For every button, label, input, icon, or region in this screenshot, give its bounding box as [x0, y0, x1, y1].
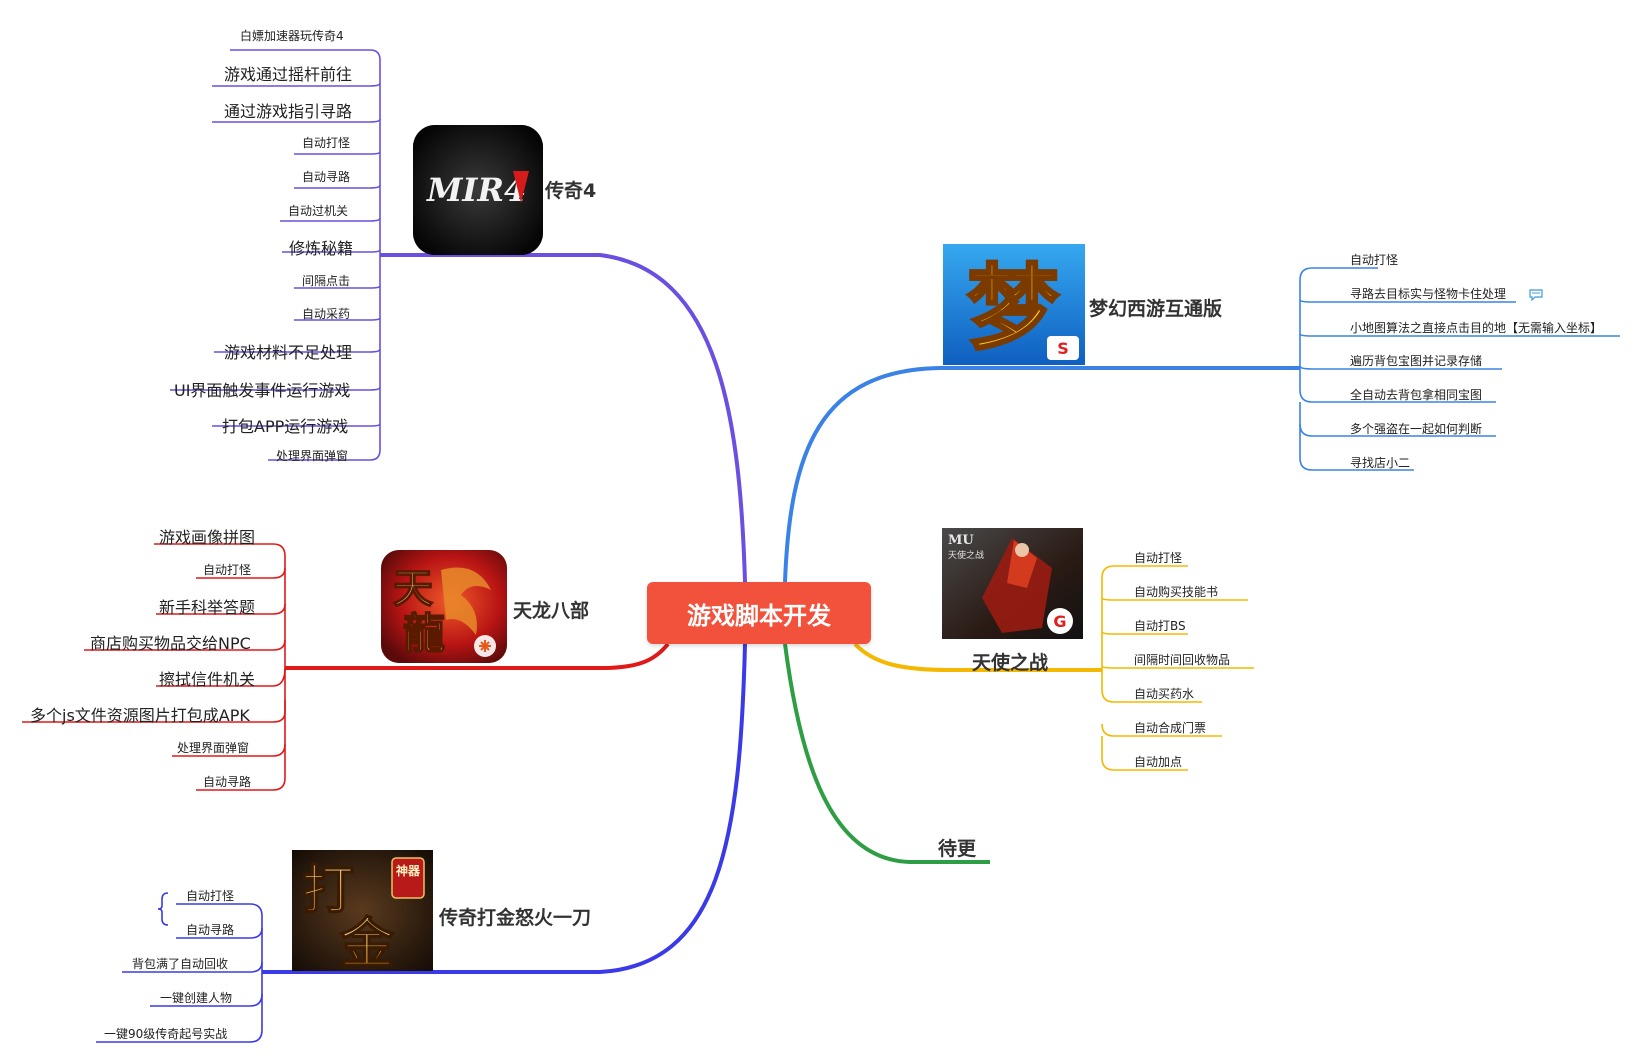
dajin-item-2[interactable]: 自动寻路	[186, 923, 235, 937]
mir4-item-4[interactable]: 自动打怪	[302, 136, 351, 150]
tianshi-logo-brand: MU	[948, 533, 974, 548]
menghuan-item-5[interactable]: 全自动去背包拿相同宝图	[1350, 388, 1483, 402]
menghuan-item-4[interactable]: 遍历背包宝图并记录存储	[1350, 354, 1483, 368]
mir4-title[interactable]: 传奇4	[545, 180, 597, 202]
tianshi-item-1[interactable]: 自动打怪	[1134, 551, 1183, 565]
branch-line-tianlong	[285, 642, 670, 670]
menghuan-item-7[interactable]: 寻找店小二	[1350, 456, 1411, 470]
branch-line-daigeng	[783, 643, 990, 864]
menghuan-item-2[interactable]: 寻路去目标实与怪物卡住处理	[1350, 287, 1507, 301]
tianshi-logo-icon: MU 天使之战 G	[942, 528, 1083, 639]
mir4-connectors	[170, 49, 381, 461]
branch-line-mir4	[380, 253, 747, 583]
dajin-connectors	[96, 903, 263, 1043]
tianlong-logo-text-2: 龍	[403, 609, 445, 658]
dajin-logo-icon: 打 金 神器	[292, 850, 433, 971]
mir4-item-3[interactable]: 通过游戏指引寻路	[224, 102, 353, 121]
tianlong-item-4[interactable]: 商店购买物品交给NPC	[90, 634, 251, 653]
root-topic[interactable]: 游戏脚本开发	[647, 582, 871, 644]
tianlong-item-7[interactable]: 处理界面弹窗	[177, 741, 250, 755]
comment-icon[interactable]	[1529, 286, 1543, 302]
tianshi-logo-text: 天使之战	[948, 549, 984, 561]
tianshi-item-6[interactable]: 自动合成门票	[1134, 721, 1207, 735]
tianlong-title[interactable]: 天龙八部	[513, 600, 590, 622]
branch-line-dajin	[262, 643, 747, 974]
tianshi-item-3[interactable]: 自动打BS	[1134, 619, 1186, 633]
mir4-item-2[interactable]: 游戏通过摇杆前往	[224, 65, 353, 84]
mir4-item-7[interactable]: 修炼秘籍	[289, 239, 354, 258]
menghuan-item-1[interactable]: 自动打怪	[1350, 253, 1399, 267]
daigeng-title[interactable]: 待更	[938, 838, 977, 860]
branch-line-tianshi	[853, 642, 1102, 672]
dajin-item-5[interactable]: 一键90级传奇起号实战	[104, 1027, 228, 1041]
menghuan-item-3[interactable]: 小地图算法之直接点击目的地【无需输入坐标】	[1350, 321, 1603, 335]
dajin-item-4[interactable]: 一键创建人物	[160, 991, 233, 1005]
mir4-item-11[interactable]: UI界面触发事件运行游戏	[174, 381, 351, 400]
tianlong-item-8[interactable]: 自动寻路	[203, 775, 252, 789]
menghuan-title[interactable]: 梦幻西游互通版	[1089, 298, 1223, 320]
mir4-item-5[interactable]: 自动寻路	[302, 170, 351, 184]
mir4-logo-text: MIR4	[426, 171, 526, 209]
menghuan-logo-text: 梦	[967, 255, 1059, 362]
tianshi-item-2[interactable]: 自动购买技能书	[1134, 585, 1219, 599]
menghuan-logo-icon: 梦 S	[943, 244, 1085, 365]
tianlong-item-3[interactable]: 新手科举答题	[159, 598, 256, 617]
dajin-logo-text-2: 金	[339, 911, 395, 971]
dajin-logo-text-1: 打	[302, 860, 354, 921]
tianshi-item-4[interactable]: 间隔时间回收物品	[1134, 653, 1231, 667]
tianlong-connectors	[22, 543, 286, 791]
mir4-item-8[interactable]: 间隔点击	[302, 274, 351, 288]
dajin-seal-text: 神器	[396, 863, 421, 878]
mir4-item-6[interactable]: 自动过机关	[288, 204, 349, 218]
menghuan-connectors	[1299, 267, 1620, 471]
tianshi-item-7[interactable]: 自动加点	[1134, 755, 1183, 769]
svg-text:G: G	[1053, 612, 1066, 631]
tianlong-logo-text-1: 天	[393, 565, 433, 612]
tianlong-item-6[interactable]: 多个js文件资源图片打包成APK	[30, 706, 250, 725]
mir4-item-12[interactable]: 打包APP运行游戏	[222, 417, 349, 436]
dajin-item-3[interactable]: 背包满了自动回收	[132, 957, 229, 971]
mir4-item-10[interactable]: 游戏材料不足处理	[224, 343, 353, 362]
tianshi-title[interactable]: 天使之战	[972, 652, 1049, 674]
tianlong-item-1[interactable]: 游戏画像拼图	[159, 528, 256, 547]
tianlong-item-5[interactable]: 擦拭信件机关	[159, 670, 256, 689]
tianlong-item-2[interactable]: 自动打怪	[203, 563, 252, 577]
svg-text:S: S	[1057, 339, 1069, 358]
tianshi-connectors	[1101, 565, 1254, 771]
mir4-item-1[interactable]: 白嫖加速器玩传奇4	[240, 29, 344, 43]
mir4-logo-icon: MIR4	[413, 125, 543, 255]
menghuan-item-6[interactable]: 多个强盗在一起如何判断	[1350, 422, 1483, 436]
mir4-item-13[interactable]: 处理界面弹窗	[276, 449, 349, 463]
tianshi-item-5[interactable]: 自动买药水	[1134, 687, 1195, 701]
dajin-item-1[interactable]: 自动打怪	[186, 889, 235, 903]
dajin-title[interactable]: 传奇打金怒火一刀	[439, 907, 592, 929]
branch-line-menghuan	[783, 366, 1300, 583]
tianlong-logo-icon: 天 龍	[381, 550, 507, 663]
mir4-item-9[interactable]: 自动采药	[302, 307, 351, 321]
dajin-summary-bracket	[157, 892, 169, 926]
